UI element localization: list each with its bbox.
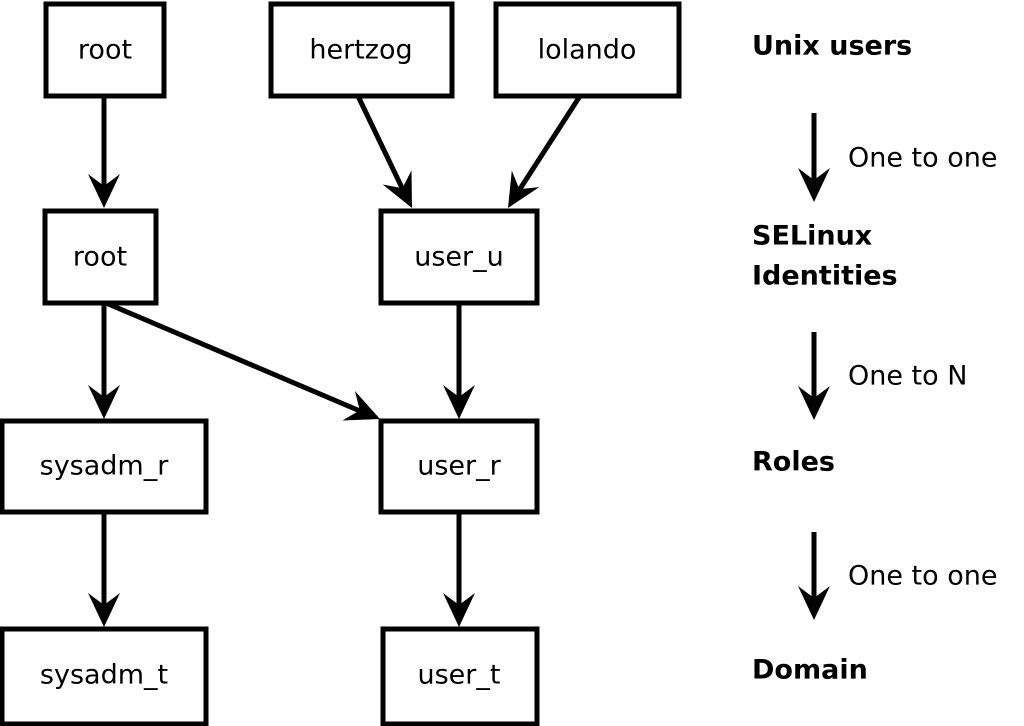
relation-label-one-to-n: One to N bbox=[848, 361, 967, 392]
relation-label-one-to-one-roles: One to one bbox=[848, 561, 998, 592]
node-label: user_r bbox=[417, 451, 501, 482]
legend-arrow-users-to-identities bbox=[798, 113, 830, 202]
edge-sysadm-r-to-sysadm-t bbox=[88, 512, 120, 627]
node-label: sysadm_t bbox=[40, 660, 168, 691]
node-label: user_t bbox=[418, 660, 501, 691]
edge-user-r-to-user-t bbox=[443, 512, 475, 627]
layer-label-selinux-identities-line2: Identities bbox=[752, 261, 898, 292]
node-role-user-r[interactable]: user_r bbox=[378, 418, 540, 515]
node-unix-user-root[interactable]: root bbox=[43, 1, 167, 99]
edge-user-u-to-user-r bbox=[443, 303, 475, 419]
legend-arrow-roles-to-domain bbox=[798, 532, 830, 620]
node-label: root bbox=[78, 35, 132, 66]
node-label: sysadm_r bbox=[40, 451, 170, 482]
layer-label-domain: Domain bbox=[752, 655, 868, 686]
layer-label-selinux-identities-line1: SELinux bbox=[752, 221, 872, 252]
node-identity-user-u[interactable]: user_u bbox=[378, 208, 540, 306]
node-label: hertzog bbox=[309, 35, 412, 66]
node-unix-user-lolando[interactable]: lolando bbox=[493, 1, 682, 99]
relation-label-one-to-one-users: One to one bbox=[848, 143, 998, 174]
legend-arrow-identities-to-roles bbox=[798, 332, 830, 420]
node-identity-root[interactable]: root bbox=[42, 208, 159, 306]
edge-identity-root-to-sysadm-r bbox=[88, 303, 120, 419]
node-unix-user-hertzog[interactable]: hertzog bbox=[268, 1, 455, 99]
layer-label-unix-users: Unix users bbox=[752, 31, 912, 62]
edge-unix-root-to-identity-root bbox=[88, 96, 120, 208]
node-label: lolando bbox=[538, 35, 637, 66]
edge-identity-root-to-user-r bbox=[105, 300, 387, 434]
node-role-sysadm-r[interactable]: sysadm_r bbox=[0, 418, 209, 515]
node-domain-user-t[interactable]: user_t bbox=[380, 626, 540, 726]
layer-label-roles: Roles bbox=[752, 447, 835, 478]
edge-hertzog-to-user-u bbox=[355, 94, 427, 216]
node-label: user_u bbox=[414, 242, 504, 273]
node-label: root bbox=[73, 242, 127, 273]
edge-lolando-to-user-u bbox=[494, 94, 583, 217]
node-domain-sysadm-t[interactable]: sysadm_t bbox=[0, 626, 209, 726]
